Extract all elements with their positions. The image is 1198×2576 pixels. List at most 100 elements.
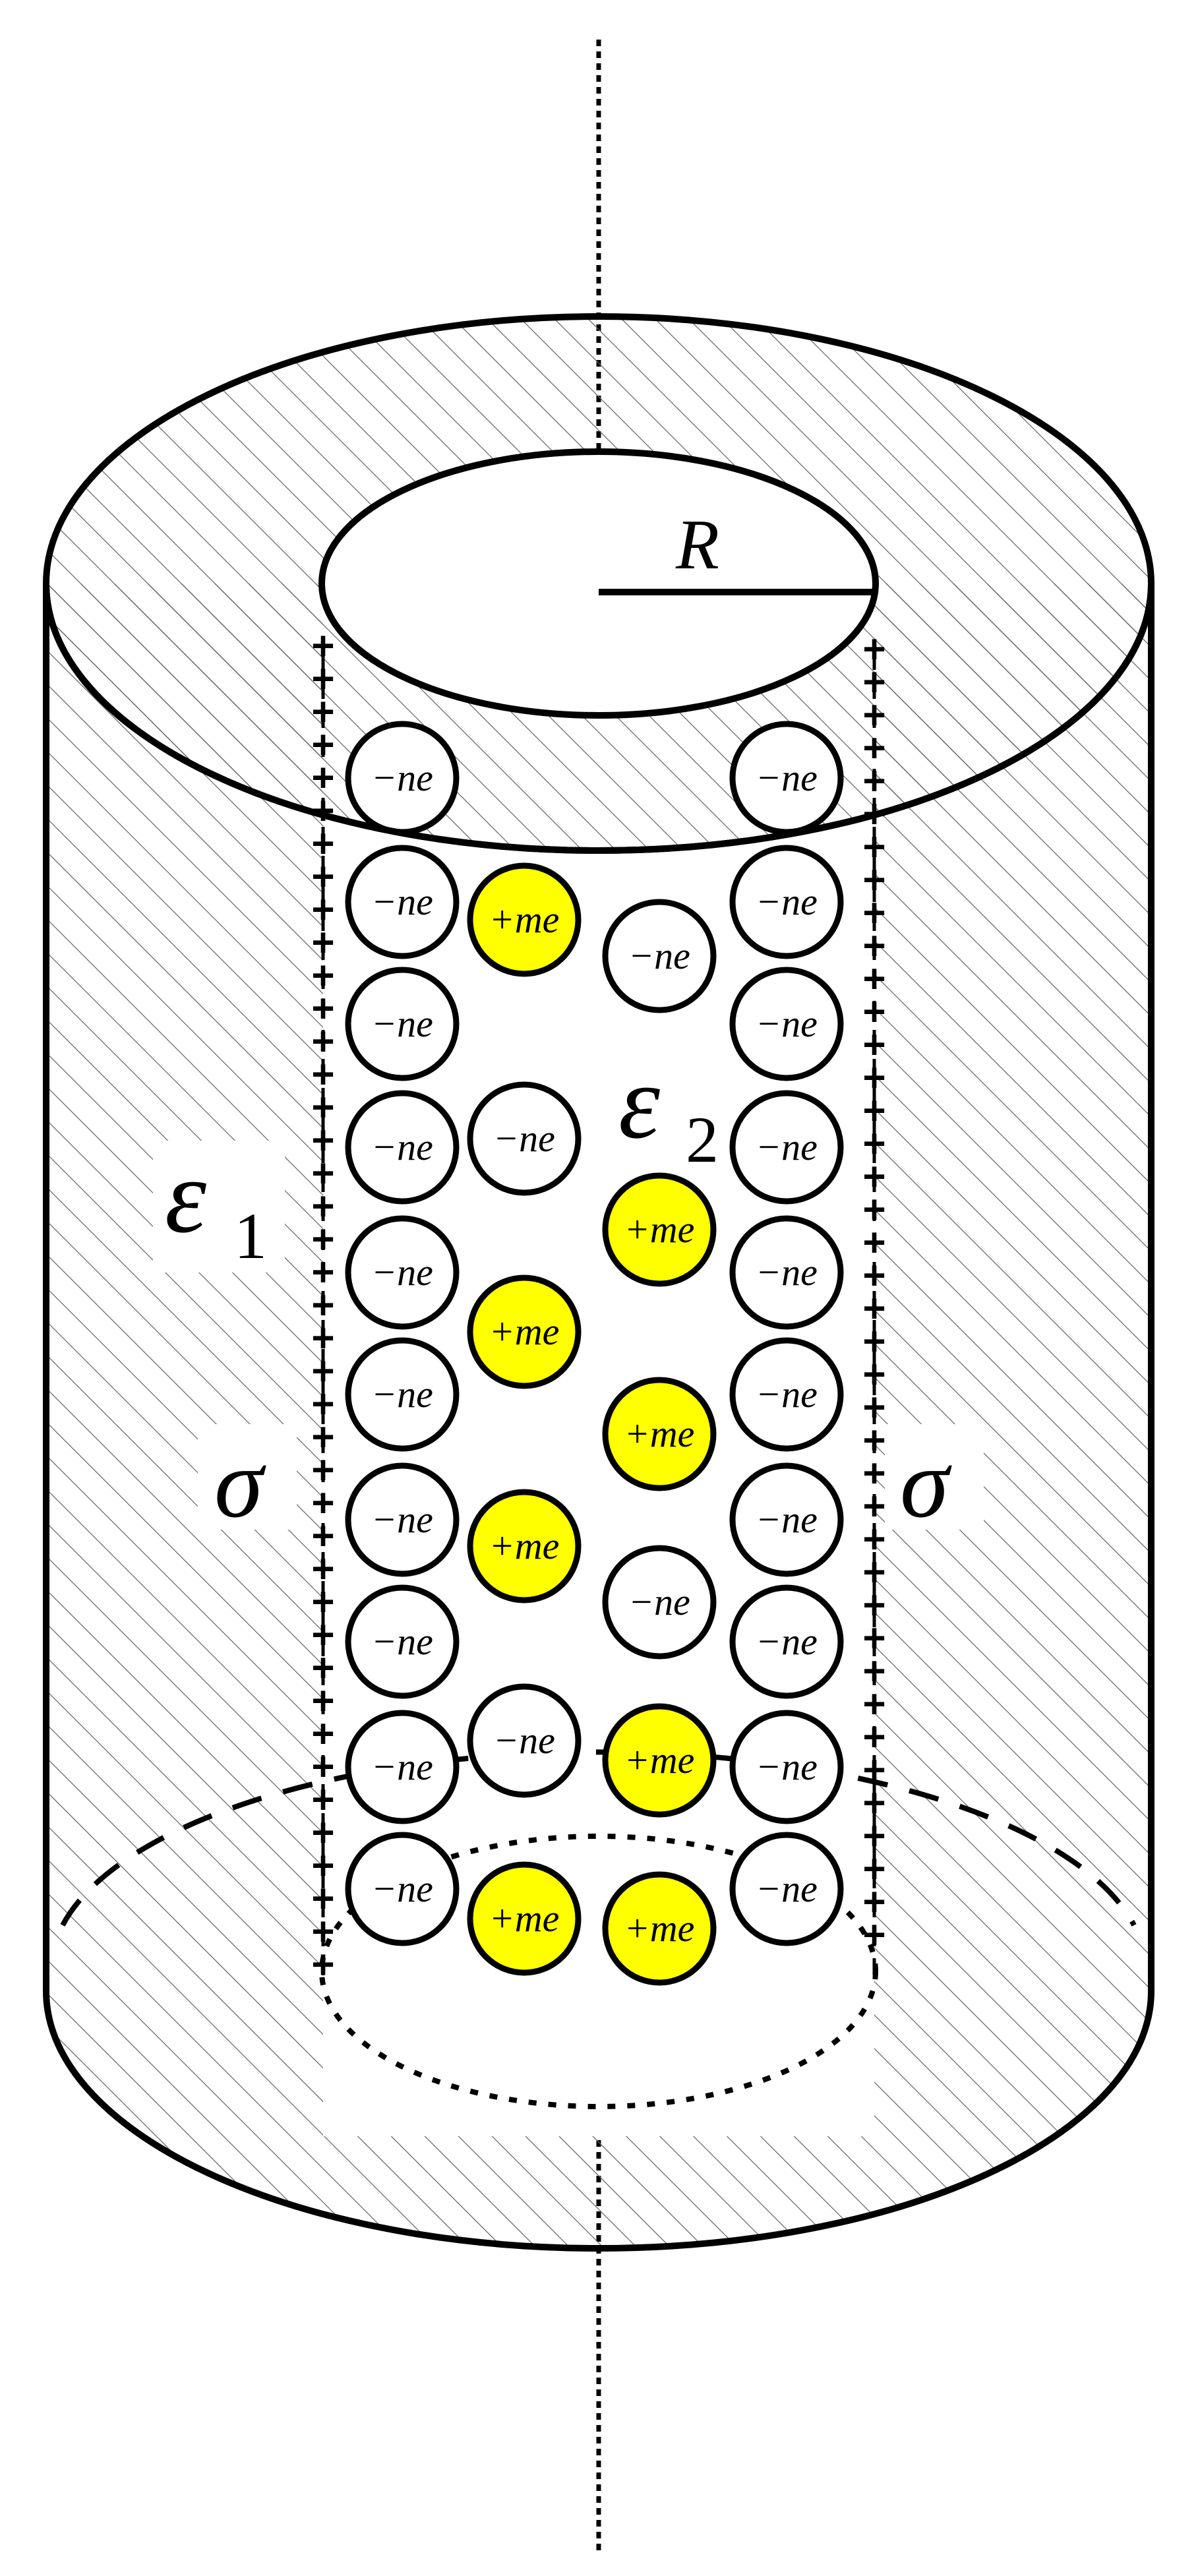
anion-circle — [345, 1215, 460, 1330]
wall-charge-plus-left: + — [311, 1118, 334, 1162]
anion-label: −ne — [371, 1002, 433, 1045]
cation-label: +me — [624, 1412, 695, 1455]
anion: −ne — [345, 1710, 460, 1824]
anion-circle — [729, 1584, 844, 1699]
anion-label: −ne — [371, 1251, 433, 1294]
anion-circle — [467, 1081, 582, 1196]
anion-circle — [345, 1832, 460, 1946]
wall-charge-plus-left: + — [311, 1217, 334, 1261]
anion: −ne — [602, 1545, 717, 1660]
anion: −ne — [729, 1337, 844, 1452]
cation-label: +me — [489, 898, 560, 941]
wall-charges-left: ++++++++++++++++++++++++++++++++++++++++… — [311, 624, 334, 1987]
anion-label: −ne — [371, 1125, 433, 1168]
wall-charge-plus-left: + — [311, 1843, 334, 1888]
cation-label: +me — [489, 1897, 560, 1940]
wall-charge-plus-right: + — [862, 1451, 885, 1495]
anion-circle — [602, 899, 717, 1013]
wall-charge-plus-right: + — [862, 1418, 885, 1462]
anion-circle — [602, 1545, 717, 1660]
anion-circle — [345, 1710, 460, 1824]
wall-charge-plus-left: + — [311, 1712, 334, 1756]
anion-label: −ne — [493, 1117, 555, 1160]
cation: +me — [467, 1489, 582, 1603]
cation-circle — [602, 1377, 717, 1491]
cation: +me — [602, 1871, 717, 1986]
anion: −ne — [729, 721, 844, 835]
wall-charge-plus-right: + — [862, 1517, 885, 1561]
cation-label: +me — [624, 1208, 695, 1251]
wall-charge-plus-left: + — [311, 1909, 334, 1954]
anion: −ne — [345, 1584, 460, 1699]
anion: −ne — [729, 1215, 844, 1330]
anion-label: −ne — [371, 1745, 433, 1788]
anion: −ne — [345, 1337, 460, 1452]
wall-charge-plus-left: + — [311, 1316, 334, 1360]
anion-label: −ne — [493, 1719, 555, 1762]
anion: −ne — [729, 1462, 844, 1577]
anion: −ne — [467, 1683, 582, 1798]
wall-charge-plus-left: + — [311, 1349, 334, 1393]
cation-circle — [602, 1172, 717, 1287]
anion: −ne — [729, 1710, 844, 1824]
anion-label: −ne — [756, 1125, 818, 1168]
wall-charge-plus-left: + — [311, 1052, 334, 1096]
wall-charge-plus-left: + — [311, 1613, 334, 1657]
sigma-right-label: σ — [900, 1429, 952, 1538]
anion-label: −ne — [756, 1867, 818, 1910]
anion-label: −ne — [371, 1498, 433, 1541]
wall-charge-plus-right: + — [862, 1122, 885, 1166]
anion-circle — [345, 1462, 460, 1577]
wall-charge-plus-right: + — [862, 627, 885, 671]
wall-charges-right: ++++++++++++++++++++++++++++++++++++++++ — [862, 627, 885, 1957]
anion-label: −ne — [756, 880, 818, 923]
sigma-left-label-bg — [198, 1424, 297, 1530]
wall-charge-plus-right: + — [862, 1814, 885, 1858]
wall-charge-plus-left: + — [311, 1481, 334, 1525]
anion-circle — [729, 1710, 844, 1824]
cation-label: +me — [624, 1907, 695, 1950]
anion-label: −ne — [756, 1745, 818, 1788]
wall-charge-plus-left: + — [311, 1942, 334, 1987]
wall-charge-plus-right: + — [862, 693, 885, 737]
cation: +me — [602, 1377, 717, 1491]
anion-circle — [729, 1090, 844, 1205]
anion: −ne — [729, 1584, 844, 1699]
wall-charge-plus-left: + — [311, 756, 334, 800]
sigma-left-label: σ — [214, 1429, 266, 1538]
cation-circle — [467, 1861, 582, 1976]
wall-charge-plus-right: + — [862, 1781, 885, 1825]
wall-charge-plus-left: + — [311, 624, 334, 668]
anion-label: −ne — [371, 756, 433, 799]
wall-charge-plus-right: + — [862, 858, 885, 902]
anion: −ne — [345, 1215, 460, 1330]
anion-label: −ne — [756, 756, 818, 799]
anion-label: −ne — [371, 1373, 433, 1416]
anion-circle — [729, 1462, 844, 1577]
anion-label: −ne — [756, 1373, 818, 1416]
cylinder-bottom-front-arc — [43, 1991, 1154, 2252]
cation: +me — [467, 862, 582, 977]
wall-charge-plus-right: + — [862, 1913, 885, 1957]
wall-charge-plus-right: + — [862, 1286, 885, 1331]
wall-charge-plus-left: + — [311, 1514, 334, 1558]
anion: −ne — [345, 967, 460, 1081]
wall-charge-plus-left: + — [311, 1085, 334, 1129]
anion: −ne — [729, 845, 844, 959]
anion-label: −ne — [371, 1620, 433, 1663]
anion-label: −ne — [371, 880, 433, 923]
wall-charge-plus-left: + — [311, 1415, 334, 1459]
anion-circle — [729, 967, 844, 1081]
wall-charge-plus-right: + — [862, 1385, 885, 1429]
radius-label: R — [675, 506, 719, 584]
wall-charge-plus-right: + — [862, 1319, 885, 1363]
wall-charge-plus-right: + — [862, 1187, 885, 1232]
anion-circle — [345, 967, 460, 1081]
anion: −ne — [729, 1832, 844, 1946]
wall-charge-plus-right: + — [862, 1023, 885, 1067]
anion-label: −ne — [756, 1251, 818, 1294]
wall-charge-plus-left: + — [311, 1151, 334, 1195]
pore-opening — [318, 448, 879, 719]
cation-circle — [467, 862, 582, 977]
